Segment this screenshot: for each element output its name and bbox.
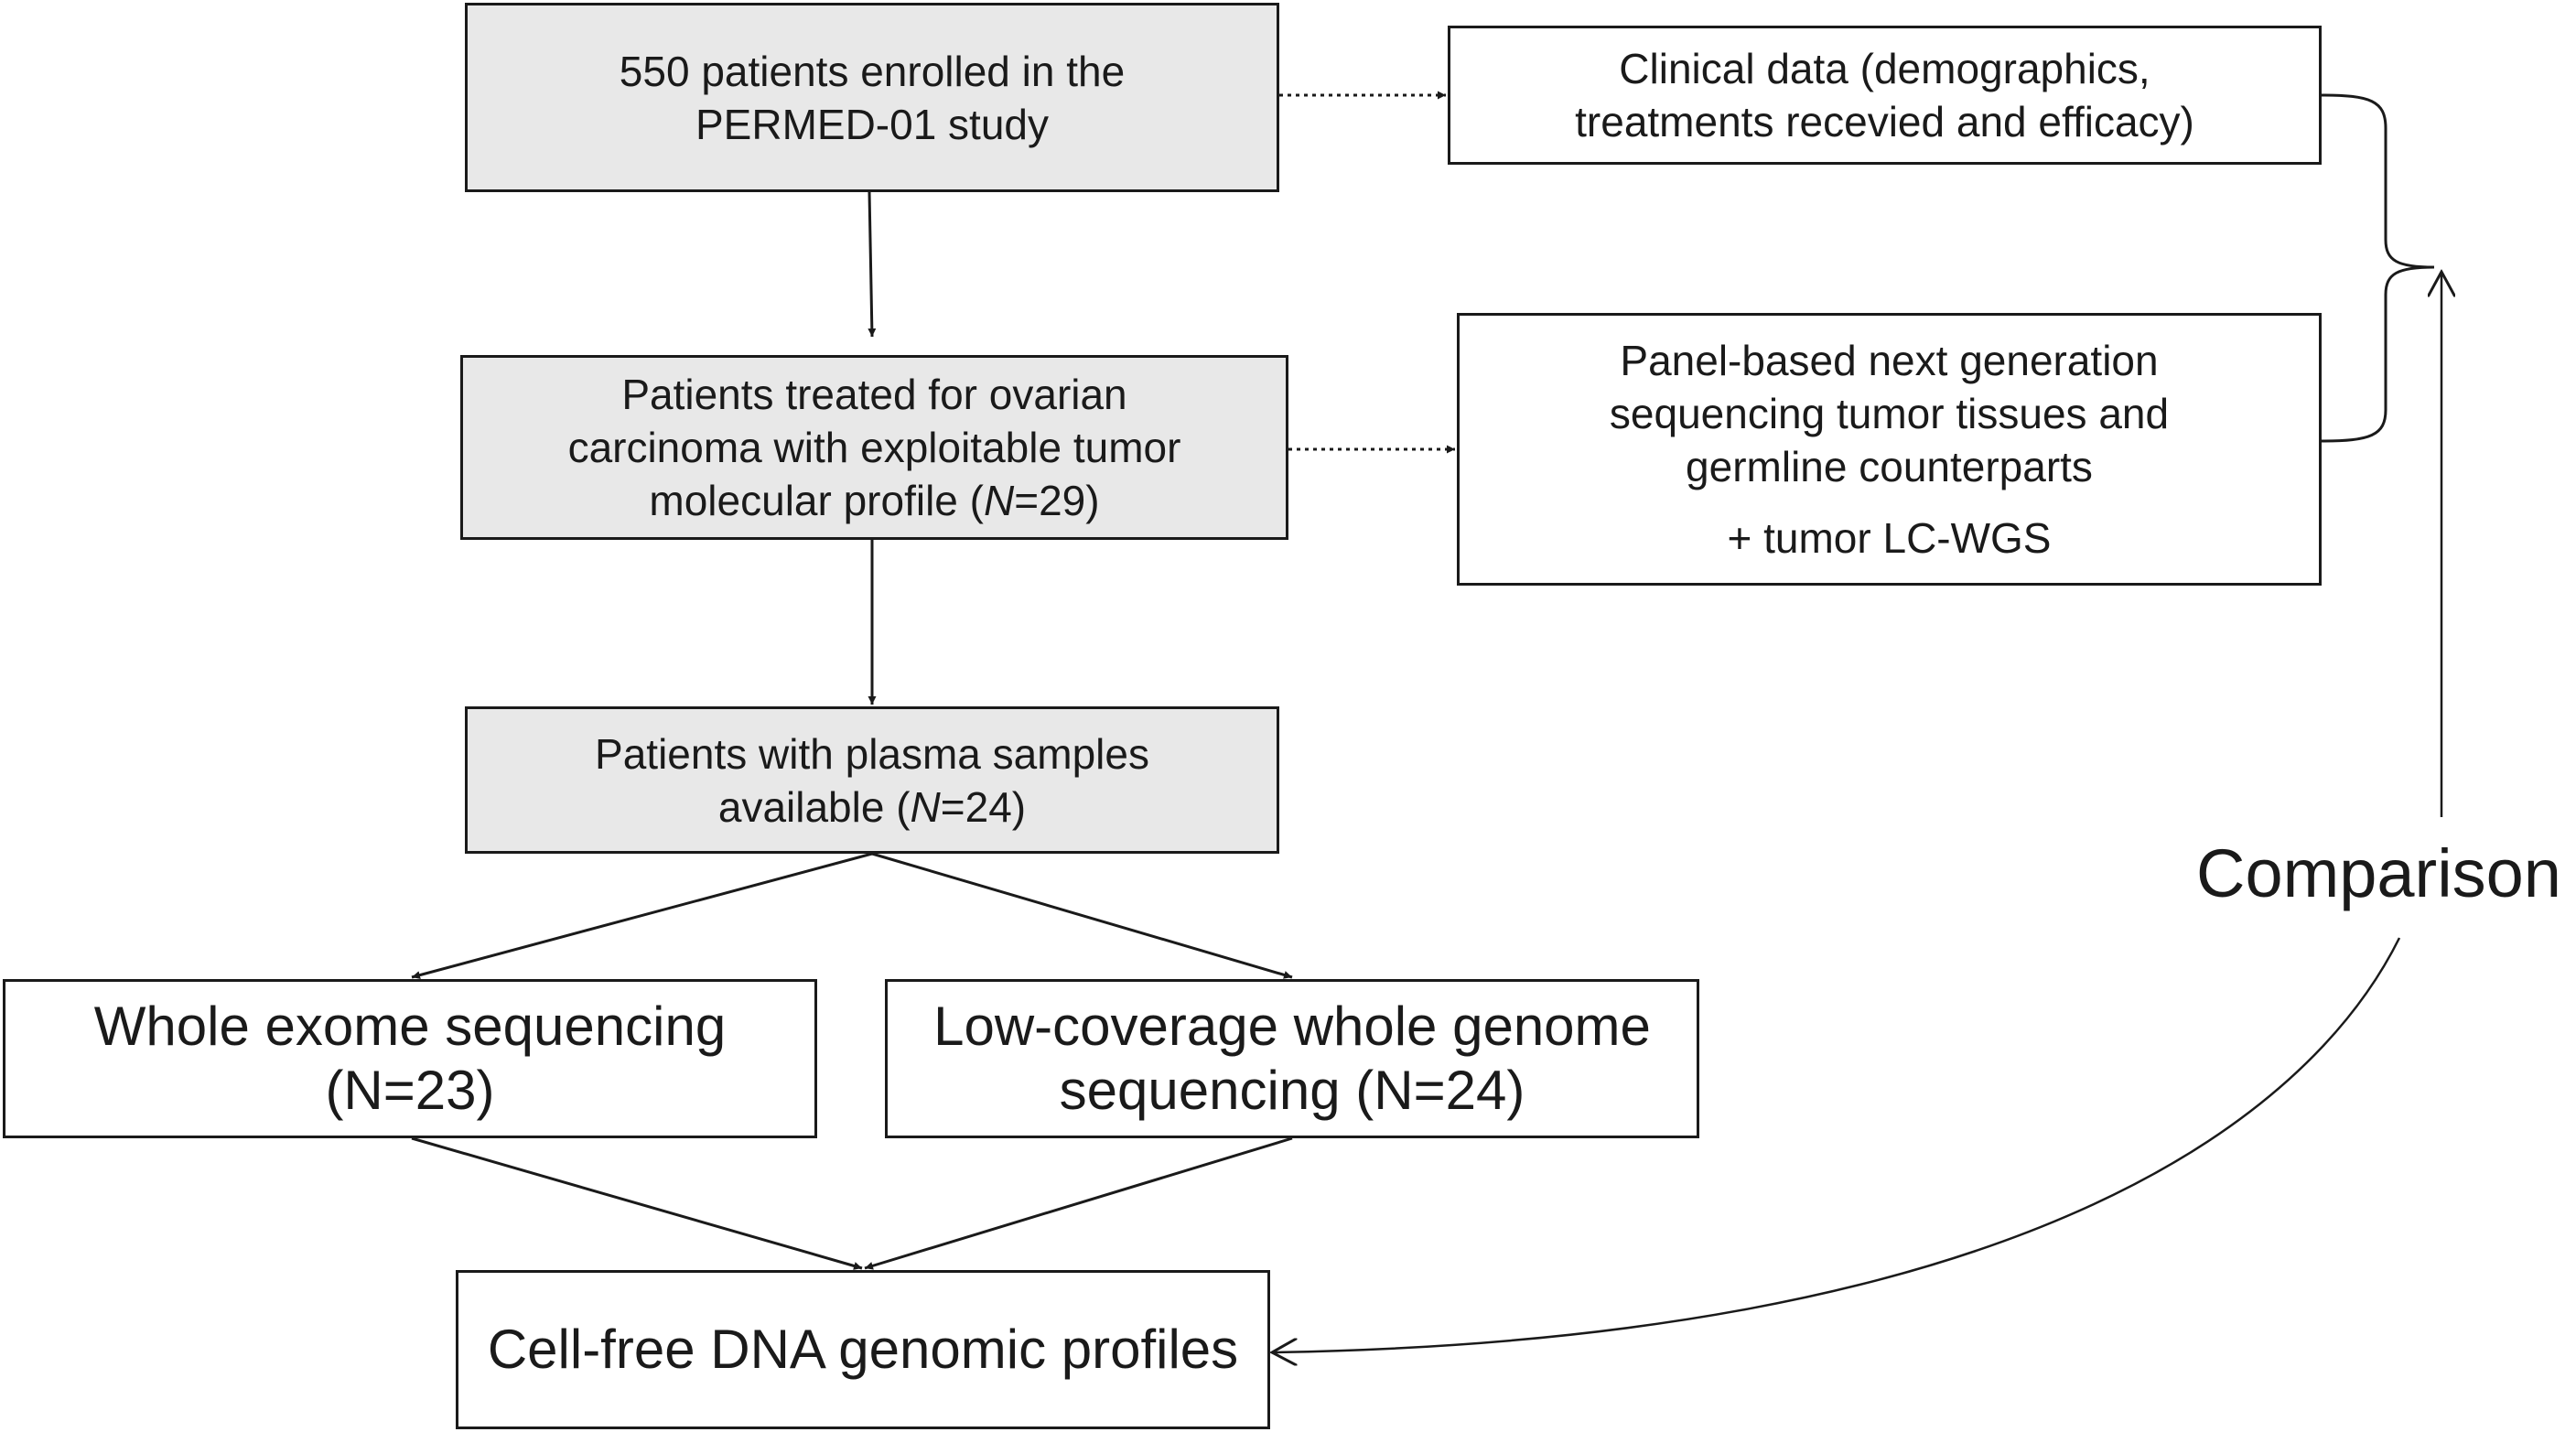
plasma-line-2-suffix: =24) [940,782,1027,831]
arrow-comparison-to-cfdna [1272,937,2401,1352]
wes-line-1: Whole exome sequencing [93,996,727,1057]
arrow-plasma-to-wes [411,852,873,980]
ovarian-line-2: carcinoma with exploitable tumor [567,424,1181,471]
wes-box: Whole exome sequencing (N=23) [3,979,817,1138]
enrolled-line-2: PERMED-01 study [695,100,1049,148]
comparison-brace [2321,93,2435,443]
ovarian-line-1: Patients treated for ovarian [621,371,1127,418]
clinical-box: Clinical data (demographics, treatments … [1448,26,2322,165]
clinical-line-2: treatments recevied and efficacy) [1575,98,2194,145]
ovarian-box: Patients treated for ovarian carcinoma w… [460,355,1288,540]
plasma-line-1: Patients with plasma samples [595,729,1149,778]
comparison-label: Comparison [2196,835,2561,911]
lcwgs-box: Low-coverage whole genome sequencing (N=… [885,979,1699,1138]
panel-line-4: + tumor LC-WGS [1727,514,2052,562]
plasma-box: Patients with plasma samples available (… [465,706,1279,854]
arrow-wes-to-cfdna [411,1136,863,1270]
panel-box: Panel-based next generation sequencing t… [1457,313,2322,586]
enrolled-box: 550 patients enrolled in the PERMED-01 s… [465,3,1279,192]
lcwgs-line-2: sequencing (N=24) [1059,1060,1525,1121]
ovarian-line-3-suffix: =29) [1014,477,1100,524]
plasma-line-2-n: N [910,782,941,831]
arrow-enrolled-to-ovarian [868,191,877,338]
arrow-plasma-to-lcwgs [871,852,1293,979]
lcwgs-line-1: Low-coverage whole genome [933,996,1651,1057]
clinical-line-1: Clinical data (demographics, [1619,45,2150,92]
panel-line-3: germline counterparts [1686,443,2093,490]
plasma-line-2: available (N=24) [718,781,1026,834]
arrow-lcwgs-to-cfdna [864,1136,1293,1270]
plasma-line-2-prefix: available ( [717,782,911,831]
enrolled-line-1: 550 patients enrolled in the [619,47,1126,95]
ovarian-line-3: molecular profile (N=29) [649,474,1099,527]
cfdna-box: Cell-free DNA genomic profiles [456,1270,1270,1429]
wes-line-2: (N=23) [325,1060,495,1121]
cfdna-line-1: Cell-free DNA genomic profiles [487,1319,1239,1380]
panel-line-1: Panel-based next generation [1620,337,2159,384]
panel-line-2: sequencing tumor tissues and [1609,390,2170,437]
ovarian-line-3-n: N [983,477,1015,524]
ovarian-line-3-prefix: molecular profile ( [649,477,984,524]
